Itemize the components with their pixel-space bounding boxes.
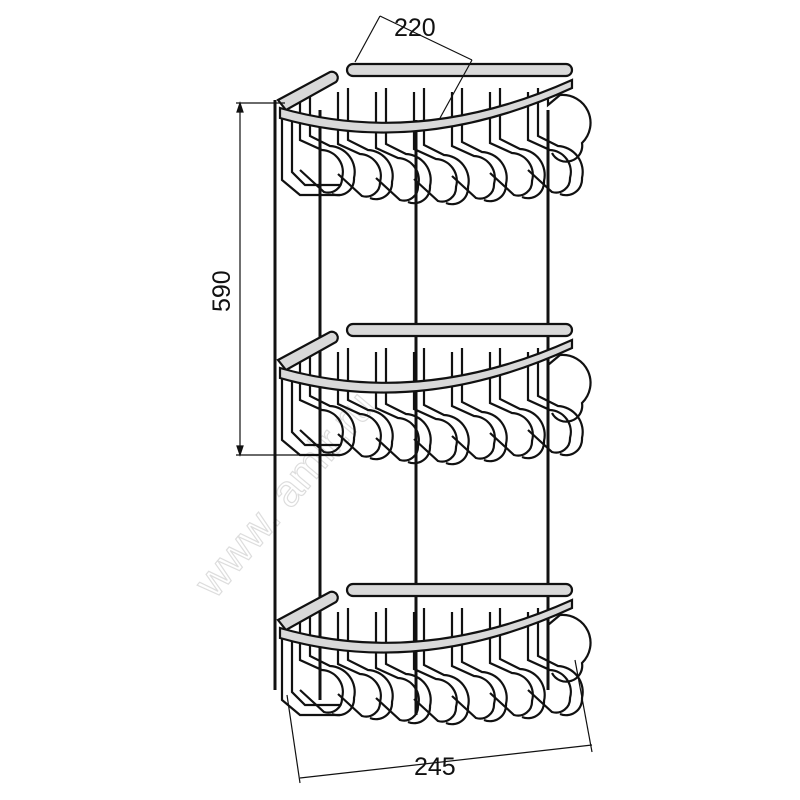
- wire-loop: [488, 92, 534, 197]
- wire-loop-end: [546, 93, 592, 163]
- dimension-height-label: 590: [208, 270, 236, 312]
- wire-loop: [298, 92, 344, 194]
- wire-loop: [450, 612, 496, 720]
- dimension-width-label: 245: [414, 753, 456, 781]
- wire-loop: [374, 612, 420, 722]
- wire-loop-inner: [346, 348, 394, 461]
- front-rail: [278, 78, 574, 134]
- wire-loop-inner: [422, 88, 470, 206]
- wire-loop-end: [546, 613, 592, 683]
- wire-loop-inner: [498, 608, 546, 720]
- wire-loop-inner: [384, 88, 432, 205]
- wire-loop: [526, 92, 572, 194]
- wire-loop-inner: [536, 88, 584, 197]
- wire-loop-inner: [460, 608, 508, 723]
- watermark: www. amir.ru: [184, 382, 384, 607]
- wire-loop-inner: [384, 608, 432, 725]
- wire-loop-inner: [346, 88, 394, 201]
- top-rail: [345, 62, 574, 78]
- wire-loop: [412, 352, 458, 463]
- wire-loop: [336, 92, 382, 198]
- wire-loop: [526, 352, 572, 454]
- shelf-tier: [276, 322, 592, 466]
- wire-loop-inner: [460, 348, 508, 463]
- back-bracket: [280, 118, 340, 197]
- wire-loop-inner: [308, 608, 356, 717]
- wire-loop-inner: [422, 608, 470, 726]
- wire-loop: [450, 92, 496, 200]
- wire-loop: [336, 612, 382, 718]
- wire-loop: [488, 352, 534, 457]
- back-bracket: [280, 638, 340, 717]
- dimension-depth: [354, 15, 473, 119]
- side-rail: [276, 590, 339, 632]
- shelf-tier: [276, 62, 592, 206]
- wire-loop-inner: [460, 88, 508, 203]
- dimension-height: [236, 101, 320, 457]
- wire-loop: [374, 92, 420, 202]
- wire-loop-inner: [422, 348, 470, 466]
- top-rail: [345, 582, 574, 598]
- top-rail: [345, 322, 574, 338]
- wire-loop: [336, 352, 382, 458]
- wire-loop: [412, 92, 458, 203]
- side-rail: [276, 330, 339, 372]
- wire-loop-inner: [536, 348, 584, 457]
- wire-loop: [526, 612, 572, 714]
- wire-loop: [412, 612, 458, 723]
- wire-loop-inner: [498, 348, 546, 460]
- wire-loop-inner: [308, 348, 356, 457]
- wire-loop-inner: [498, 88, 546, 200]
- wire-loop-inner: [384, 348, 432, 465]
- wire-loop: [374, 352, 420, 462]
- shelf-tier: [276, 582, 592, 726]
- wire-loop-inner: [536, 608, 584, 717]
- side-rail: [276, 70, 339, 112]
- front-rail: [278, 598, 574, 654]
- wire-loop-end: [546, 353, 592, 423]
- dimension-width: [286, 659, 593, 784]
- wire-loop: [488, 612, 534, 717]
- wire-loop-inner: [346, 608, 394, 721]
- dimension-depth-label: 220: [394, 14, 436, 42]
- wire-loop: [450, 352, 496, 460]
- wire-loop: [298, 612, 344, 714]
- wire-loop: [298, 352, 344, 454]
- front-rail: [278, 338, 574, 394]
- wire-loop-inner: [308, 88, 356, 197]
